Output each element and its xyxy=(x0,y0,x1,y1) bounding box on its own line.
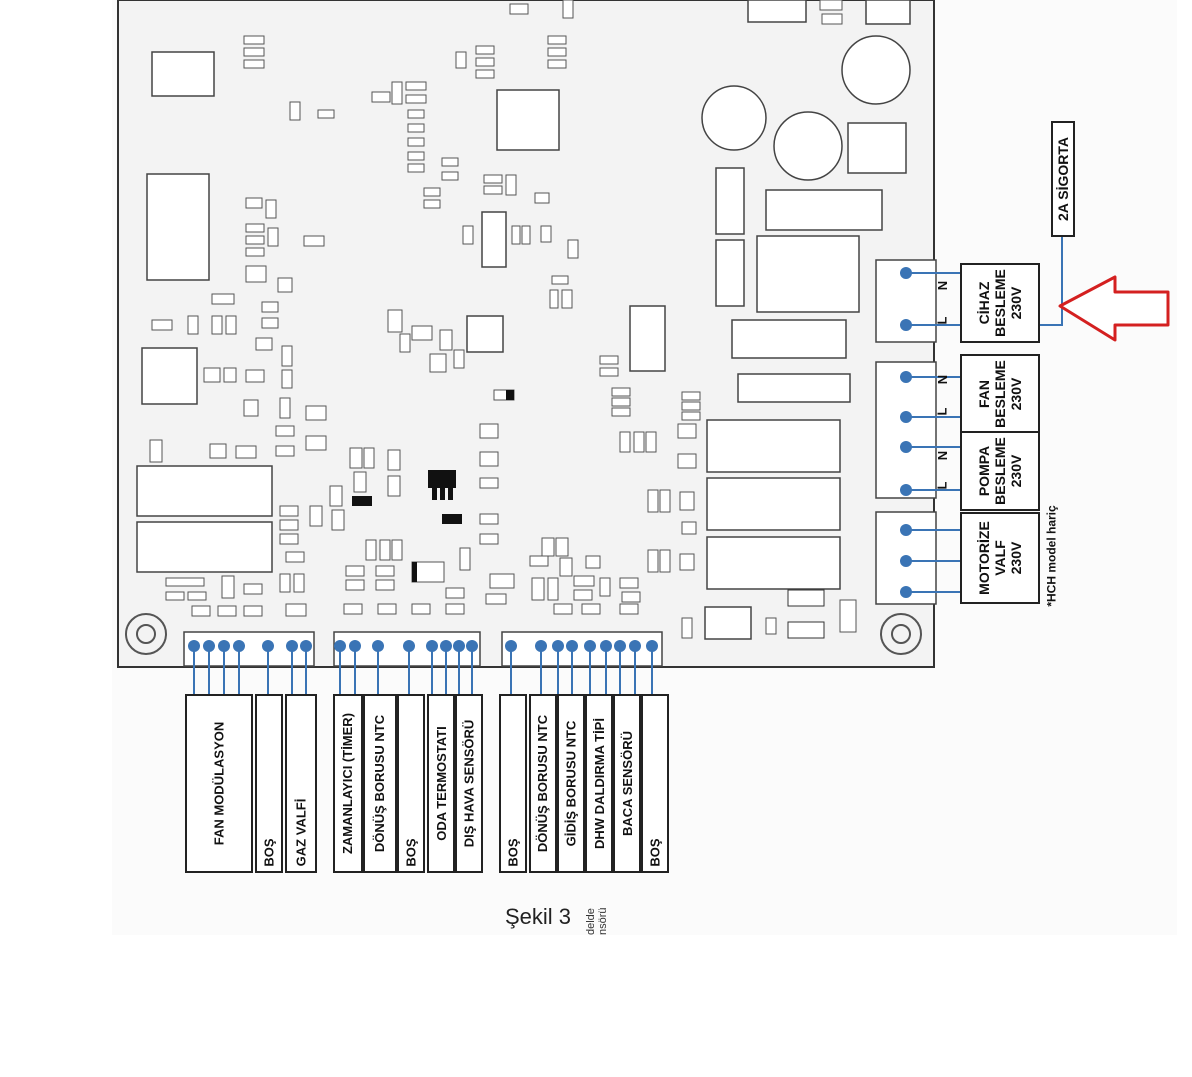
label-donus-borusu-ntc-1: DÖNÜŞ BORUSU NTC xyxy=(372,714,388,853)
component-outline xyxy=(787,621,825,639)
label-oda-termostati: ODA TERMOSTATI xyxy=(433,726,449,841)
label-gaz-valfi: GAZ VALFİ xyxy=(293,798,309,867)
label-fan-modulasyon: FAN MODÜLASYON xyxy=(211,721,227,846)
label-gidis-borusu-ntc: GİDİŞ BORUSU NTC xyxy=(563,720,579,847)
bottom-label-boxes xyxy=(185,694,669,873)
right-connectors xyxy=(875,259,937,605)
right-wire-dots xyxy=(900,267,912,598)
label-bos-4: BOŞ xyxy=(647,838,663,867)
pin-label-l: L xyxy=(934,481,950,490)
label-bos-1: BOŞ xyxy=(261,838,277,867)
fuse-label: 2A SİGORTA xyxy=(1055,136,1072,222)
red-arrow xyxy=(1058,275,1170,342)
label-baca-sensoru: BACA SENSÖRÜ xyxy=(619,731,635,836)
label-zamanlayici: ZAMANLAYICI (TİMER) xyxy=(340,712,356,855)
caption-fragment-1: delde xyxy=(585,908,597,935)
label-donus-borusu-ntc-2: DÖNÜŞ BORUSU NTC xyxy=(535,714,551,853)
mounting-holes xyxy=(125,613,922,655)
hch-note: *HCH model hariç xyxy=(1045,505,1060,607)
bottom-wire-dots xyxy=(188,640,658,652)
board-components xyxy=(136,0,911,640)
pin-label-n: N xyxy=(935,450,951,461)
pin-label-l: L xyxy=(934,407,950,416)
label-bos-2: BOŞ xyxy=(403,838,419,867)
label-bos-3: BOŞ xyxy=(505,838,521,867)
pin-label-n: N xyxy=(935,374,951,385)
label-dhw-daldirma-tipi: DHW DALDIRMA TİPİ xyxy=(591,718,607,849)
figure-caption: Şekil 3 xyxy=(505,904,572,929)
label-dis-hava-sensoru: DIŞ HAVA SENSÖRÜ xyxy=(461,719,477,848)
component-outline xyxy=(787,589,825,607)
small-components xyxy=(149,0,857,639)
right-wires xyxy=(906,236,1063,593)
caption-fragment-2: nsörü xyxy=(597,907,609,935)
caption-fragment: delde nsörü xyxy=(585,897,609,937)
fuse-box xyxy=(1051,121,1075,237)
pin-label-n: N xyxy=(935,280,951,291)
pin-label-l: L xyxy=(934,316,950,325)
bottom-wires xyxy=(193,646,653,695)
